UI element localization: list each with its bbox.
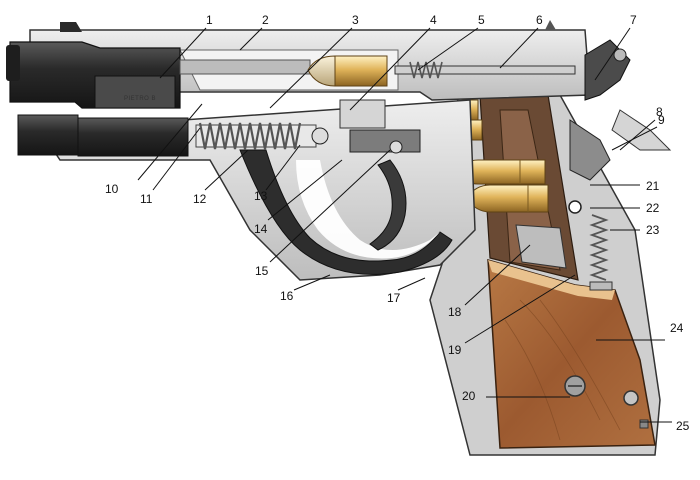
label-5: 5 <box>478 13 485 27</box>
slide-stamp: PIETRO B <box>124 96 157 102</box>
label-10: 10 <box>105 182 119 196</box>
label-24: 24 <box>670 321 684 335</box>
rifling-line <box>179 59 311 75</box>
label-25: 25 <box>676 419 690 433</box>
label-7: 7 <box>630 13 637 27</box>
label-17: 17 <box>387 291 401 305</box>
trigger-pin <box>389 140 403 154</box>
label-21: 21 <box>646 179 660 193</box>
label-14: 14 <box>254 222 268 236</box>
mainspring <box>589 214 609 281</box>
label-11: 11 <box>140 192 153 206</box>
label-3: 3 <box>352 13 359 27</box>
chambered-cartridge <box>307 55 388 87</box>
firing-pin-spring <box>409 61 443 79</box>
label-1: 1 <box>206 13 213 27</box>
trigger <box>369 159 407 251</box>
mainspring-cap <box>589 281 613 291</box>
label-15: 15 <box>255 264 269 278</box>
label-20: 20 <box>462 389 476 403</box>
front-sight <box>60 22 82 32</box>
barrel-lower-muzzle <box>17 114 79 156</box>
trigger-guard <box>239 149 453 275</box>
sear-pin <box>568 200 582 214</box>
barrel-chamber <box>94 75 176 109</box>
label-9: 9 <box>658 113 665 127</box>
locking-block <box>339 99 386 129</box>
wood-grip-grain <box>504 299 621 441</box>
label-6: 6 <box>536 13 543 27</box>
trigger-bar <box>349 129 421 153</box>
recoil-guide-head <box>311 127 329 145</box>
label-2: 2 <box>262 13 269 27</box>
leader-lines <box>137 27 672 423</box>
label-18: 18 <box>448 305 462 319</box>
magazine-release <box>639 419 649 429</box>
label-12: 12 <box>193 192 207 206</box>
label-23: 23 <box>646 223 660 237</box>
hammer-spur <box>611 109 672 151</box>
hammer-pin <box>613 48 627 62</box>
label-19: 19 <box>448 343 462 357</box>
hammer-strut <box>569 119 611 181</box>
wood-grip-edge <box>488 260 615 300</box>
firing-pin <box>394 65 576 75</box>
lanyard-ring <box>623 390 639 406</box>
magazine-follower <box>515 224 567 269</box>
label-4: 4 <box>430 13 437 27</box>
recoil-guide-housing <box>77 117 189 157</box>
hammer <box>584 39 631 101</box>
recoil-spring <box>198 122 302 150</box>
label-16: 16 <box>280 289 294 303</box>
barrel-muzzle <box>6 45 20 81</box>
label-13: 13 <box>254 189 268 203</box>
label-22: 22 <box>646 201 660 215</box>
rear-sight <box>545 20 556 30</box>
label-8: 8 <box>656 105 663 119</box>
